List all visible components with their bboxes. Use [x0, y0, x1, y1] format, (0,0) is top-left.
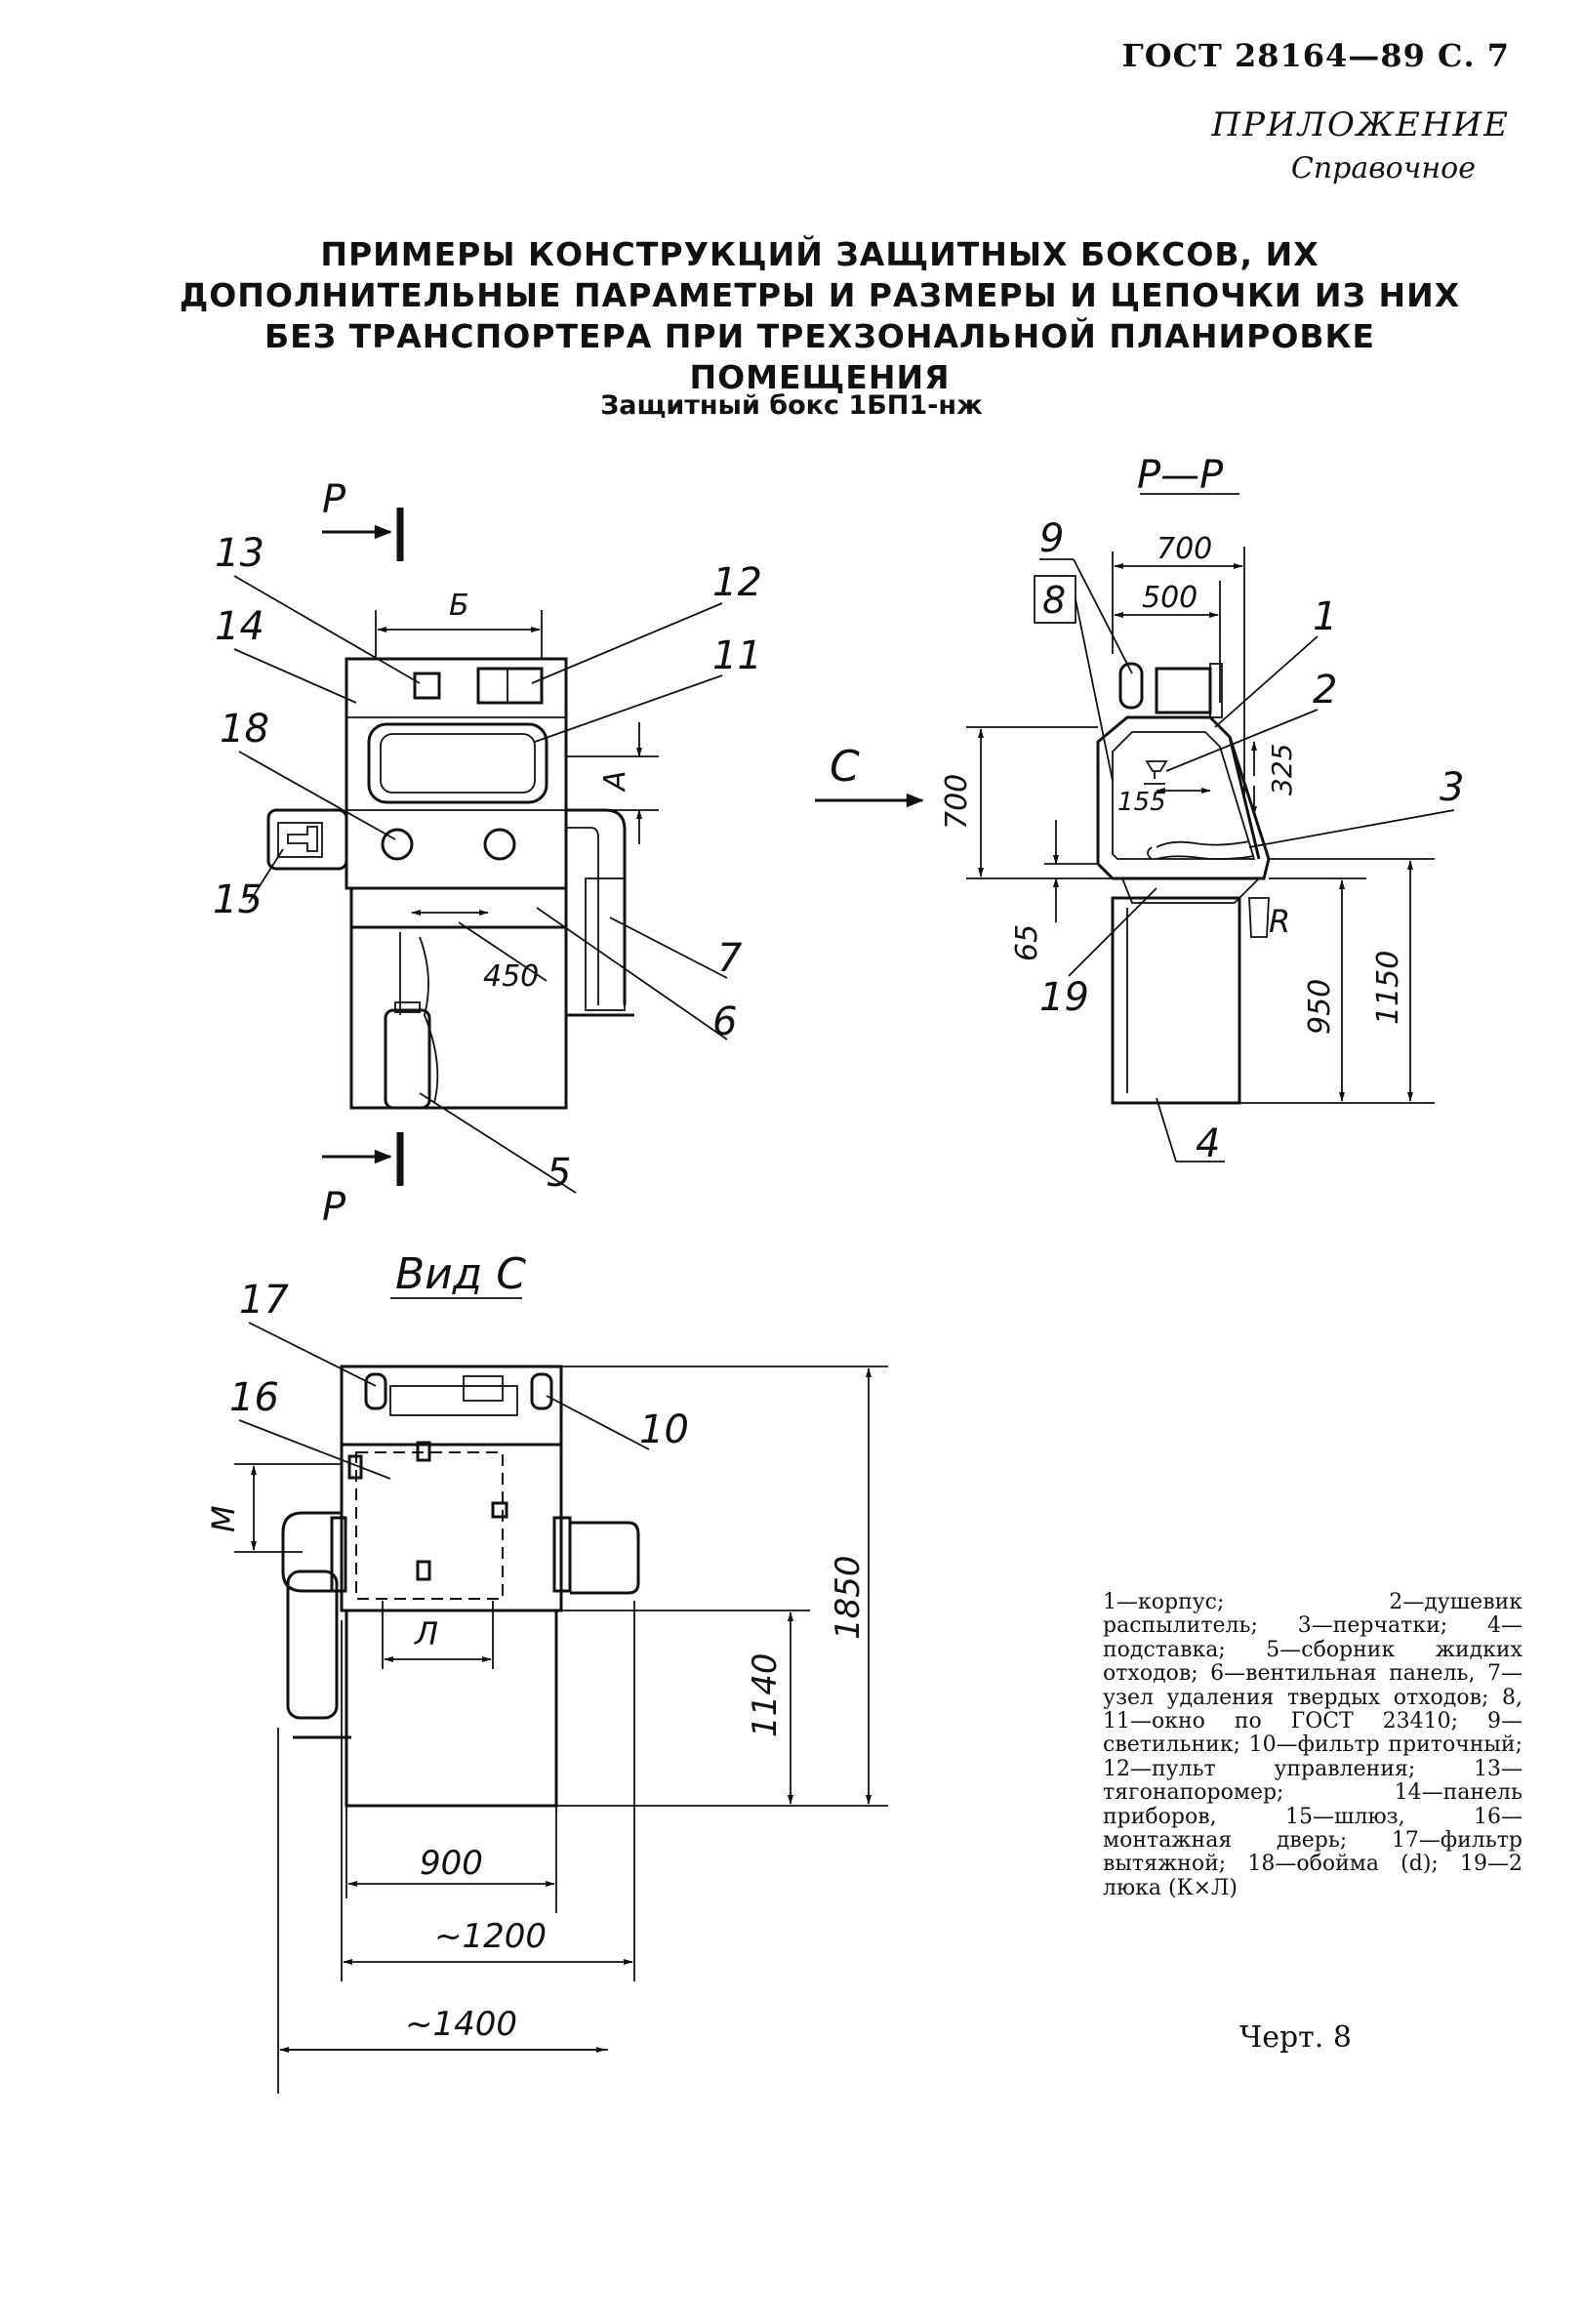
legend-item: 9—светильник;	[1103, 1709, 1522, 1758]
dim-155: 155	[1117, 788, 1166, 817]
legend-item: 6—вентильная панель,	[1210, 1661, 1476, 1687]
callout-9: 9	[1039, 516, 1064, 561]
callout-15: 15	[213, 877, 263, 922]
dim-1140: 1140	[746, 1652, 785, 1737]
legend-item: 18—обойма (d);	[1247, 1852, 1439, 1877]
dim-1400: ~1400	[405, 2005, 517, 2044]
dim-1150: 1150	[1371, 951, 1405, 1025]
front-view: Р Р	[213, 477, 762, 1230]
section-mark-top: Р	[322, 477, 346, 522]
legend-item: 16—монтажная дверь;	[1103, 1804, 1522, 1854]
dim-65: 65	[1010, 924, 1044, 961]
view-c: Вид С 1850 1140 М	[205, 1249, 888, 2094]
dim-500: 500	[1142, 581, 1197, 615]
callout-2: 2	[1313, 668, 1337, 713]
legend-item: 19—2 люка (К×Л)	[1103, 1852, 1523, 1900]
legend-item: 3—перчатки;	[1297, 1613, 1448, 1639]
dim-1200: ~1200	[434, 1917, 547, 1956]
section-title: Р—Р	[1137, 453, 1224, 498]
dim-700-left: 700	[940, 774, 974, 830]
callout-11: 11	[712, 633, 762, 678]
callout-7: 7	[717, 936, 743, 981]
view-c-title: Вид С	[395, 1249, 526, 1299]
dim-900: 900	[420, 1844, 483, 1883]
standard-number: ГОСТ 28164—89 С. 7	[1121, 37, 1510, 74]
callout-1: 1	[1313, 594, 1337, 639]
dim-l: Л	[414, 1615, 438, 1652]
callout-13: 13	[215, 531, 264, 576]
callout-3: 3	[1440, 765, 1464, 810]
legend-item: 17—фильтр вытяжной;	[1103, 1828, 1522, 1877]
dim-r: R	[1269, 903, 1290, 940]
callout-19: 19	[1039, 975, 1089, 1020]
dim-325: 325	[1266, 744, 1298, 795]
dim-a: А	[598, 770, 632, 793]
legend-item: 1—корпус;	[1103, 1590, 1225, 1614]
legend-item: 5—сборник жидких отходов;	[1103, 1637, 1522, 1687]
appendix-label: ПРИЛОЖЕНИЕ	[1211, 105, 1510, 144]
callout-14: 14	[215, 604, 264, 649]
dim-950: 950	[1303, 979, 1337, 1035]
callout-5: 5	[547, 1151, 571, 1196]
legend-item: 7—узел удаления твердых отходов;	[1103, 1661, 1522, 1710]
dim-m: М	[205, 1505, 242, 1532]
dim-450: 450	[483, 959, 539, 994]
callout-18: 18	[220, 707, 269, 752]
section-view: Р—Р С 9 8 700 500	[815, 453, 1464, 1166]
dim-b: Б	[449, 589, 469, 623]
callout-12: 12	[712, 560, 762, 605]
legend-item: 2—душевик распылитель;	[1103, 1590, 1522, 1639]
legend-item: 10—фильтр приточный;	[1248, 1733, 1522, 1758]
appendix-type: Справочное	[1290, 151, 1476, 185]
dim-700-top: 700	[1157, 532, 1212, 566]
legend: 1—корпус; 2—душевик распылитель; 3—перча…	[1103, 1590, 1523, 1900]
figure-caption: Черт. 8	[1239, 2020, 1352, 2055]
legend-item: 4—подставка;	[1103, 1613, 1522, 1662]
callout-17: 17	[239, 1278, 289, 1323]
legend-item: 13—тягонапоромер;	[1103, 1756, 1522, 1806]
page-title: ПРИМЕРЫ КОНСТРУКЦИЙ ЗАЩИТНЫХ БОКСОВ, ИХ …	[179, 235, 1461, 396]
legend-item: 8, 11—окно по ГОСТ 23410;	[1103, 1685, 1522, 1734]
legend-item: 12—пульт управления;	[1103, 1756, 1416, 1781]
legend-item: 15—шлюз,	[1285, 1804, 1405, 1829]
callout-16: 16	[229, 1375, 279, 1420]
legend-item: 14—панель приборов,	[1103, 1780, 1522, 1829]
callout-10: 10	[639, 1407, 689, 1452]
section-mark-bottom: Р	[322, 1185, 346, 1230]
dim-1850: 1850	[829, 1555, 868, 1640]
callout-8: 8	[1042, 579, 1066, 622]
callout-4: 4	[1196, 1121, 1220, 1166]
view-arrow-label: С	[830, 742, 860, 792]
drawing-subtitle: Защитный бокс 1БП1-нж	[600, 390, 983, 421]
